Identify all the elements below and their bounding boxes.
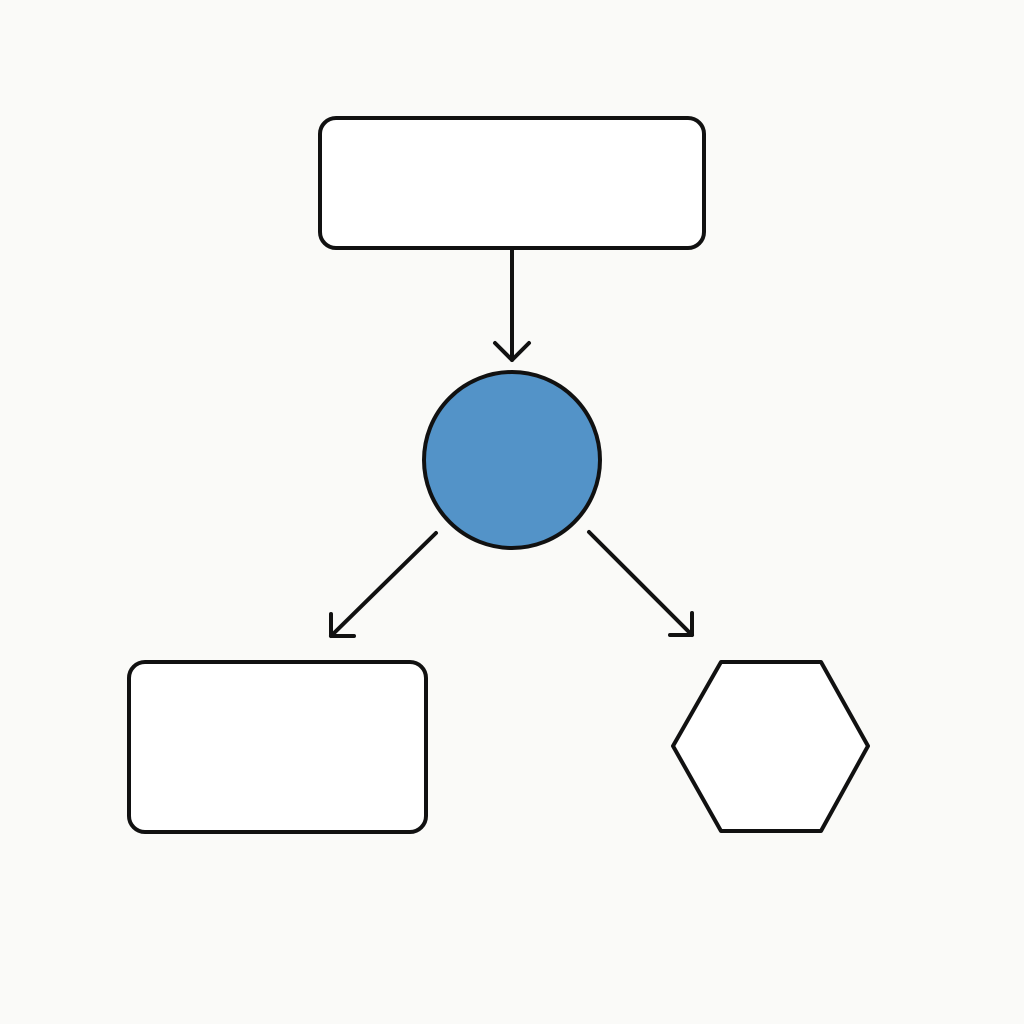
edge-center-to-bottom-right-arrowhead bbox=[668, 611, 694, 637]
node-top-box[interactable] bbox=[318, 116, 706, 250]
node-center-circle-shape[interactable] bbox=[422, 370, 602, 550]
edge-center-to-bottom-left bbox=[329, 531, 438, 638]
edge-center-to-bottom-left-arrowhead bbox=[329, 612, 356, 638]
edge-center-to-bottom-right-line bbox=[587, 530, 694, 637]
node-top-box-shape[interactable] bbox=[318, 116, 706, 250]
edge-center-to-bottom-right bbox=[587, 530, 694, 637]
edge-top-to-center-arrowhead bbox=[493, 341, 531, 362]
node-center-circle[interactable] bbox=[422, 370, 602, 550]
node-bottom-left-box[interactable] bbox=[127, 660, 428, 834]
edge-top-to-center bbox=[493, 248, 531, 362]
node-bottom-right-hexagon[interactable] bbox=[671, 660, 870, 833]
edge-center-to-bottom-left-line bbox=[329, 531, 438, 638]
node-bottom-left-box-shape[interactable] bbox=[127, 660, 428, 834]
node-bottom-right-hexagon-shape[interactable] bbox=[671, 660, 870, 833]
